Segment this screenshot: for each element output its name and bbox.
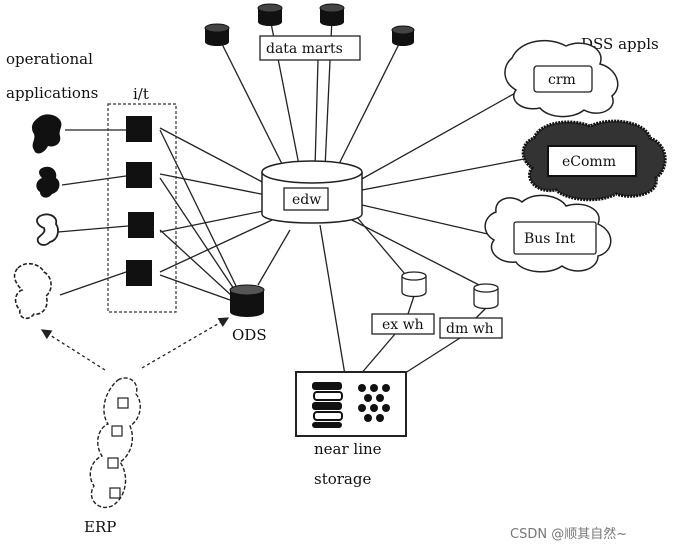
ex-wh-box — [371, 313, 435, 335]
app-blob-icon-3 — [36, 213, 59, 246]
it-squares — [126, 116, 154, 286]
data-mart-cylinder-2 — [257, 3, 283, 26]
it-square-1 — [126, 116, 152, 142]
erp-label: ERP — [84, 518, 116, 536]
ex-wh-cylinder — [401, 271, 427, 298]
app-blob-icon-1 — [31, 114, 62, 154]
it-integration-box — [107, 103, 177, 313]
it-square-3 — [128, 212, 154, 238]
dm-wh-label: dm wh — [446, 321, 494, 337]
data-mart-cylinder-4 — [391, 25, 415, 46]
operational-app-icons — [13, 114, 62, 320]
dss-appls-label: DSS appls — [581, 35, 659, 53]
ods-connections — [159, 129, 239, 301]
data-mart-cylinder-3 — [319, 3, 345, 26]
ods-label: ODS — [232, 326, 267, 344]
data-mart-cylinders — [204, 3, 415, 46]
data-marts-label: data marts — [266, 41, 343, 57]
it-square-2 — [126, 162, 152, 188]
app-blob-icon-4 — [13, 262, 52, 320]
edw-connections — [159, 17, 546, 376]
dm-wh-box — [439, 317, 503, 339]
it-label: i/t — [133, 85, 149, 103]
data-marts-box — [259, 35, 361, 61]
csdn-watermark: CSDN @顺其自然~ — [510, 526, 627, 542]
ecomm-label: eComm — [562, 154, 616, 170]
crm-box — [533, 65, 593, 93]
ex-wh-label: ex wh — [382, 317, 424, 333]
operational-label: operational — [6, 50, 93, 68]
it-square-4 — [126, 260, 152, 286]
edw-cylinder — [261, 160, 363, 224]
app-blob-icon-2 — [36, 166, 60, 198]
app-to-it-lines — [57, 129, 129, 296]
near-line-label: near line — [314, 440, 382, 458]
erp-module-squares — [107, 397, 129, 499]
edw-label: edw — [292, 192, 321, 208]
bus-int-label: Bus Int — [524, 231, 575, 247]
storage-label: storage — [314, 470, 371, 488]
applications-label: applications — [6, 84, 98, 102]
disk-array-icon — [358, 384, 390, 422]
data-mart-cylinder-1 — [204, 23, 230, 46]
tape-stack-icon — [312, 382, 343, 428]
erp-arrows — [40, 317, 230, 371]
dm-wh-cylinder — [473, 283, 499, 310]
bus-int-box — [513, 221, 597, 255]
erp-blob — [89, 377, 141, 509]
ods-cylinder — [229, 284, 265, 317]
ecomm-box — [547, 145, 637, 177]
crm-label: crm — [548, 72, 576, 88]
